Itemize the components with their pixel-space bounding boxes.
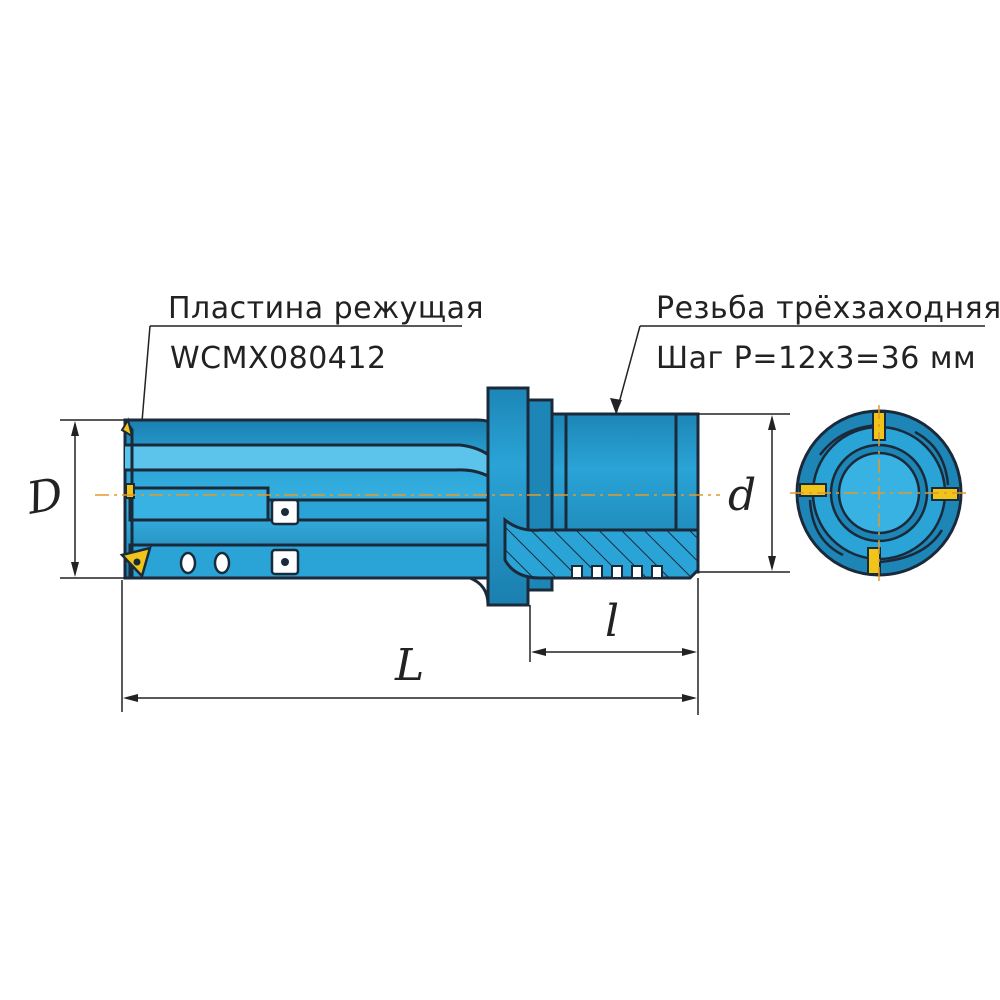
thread-section	[503, 516, 700, 580]
insert-callout-title: Пластина режущая	[168, 291, 484, 326]
screw-heads	[281, 508, 289, 566]
dimension-d-label: d	[728, 470, 756, 521]
dimension-d: d	[698, 413, 790, 573]
dimension-l: l	[529, 578, 699, 715]
mid-insert-tip	[125, 483, 135, 499]
thread-callout-pitch: Шаг P=12x3=36 мм	[656, 341, 976, 376]
dimension-l-label: l	[605, 596, 619, 647]
tool-end-view	[790, 405, 968, 583]
thread-teeth	[571, 565, 663, 579]
flange-fillet	[469, 576, 490, 606]
dimension-L-label: L	[394, 640, 424, 691]
insert-callout: Пластина режущая WCMX080412	[129, 291, 484, 566]
thread-callout: Резьба трёхзаходняя Шаг P=12x3=36 мм	[610, 291, 1000, 415]
coolant-holes	[179, 551, 231, 575]
top-insert-tip	[120, 417, 134, 439]
dimension-D-label: D	[22, 468, 67, 525]
insert-screw	[133, 558, 141, 566]
insert-pocket-upper	[128, 486, 270, 522]
shank-groove	[266, 498, 517, 522]
dimension-D: D	[22, 419, 125, 579]
insert-callout-code: WCMX080412	[170, 341, 387, 376]
end-view-flutes	[808, 423, 950, 564]
dimension-L: L	[121, 580, 697, 712]
thread-callout-leader	[615, 325, 641, 415]
tool-side-view	[95, 386, 720, 607]
thread-callout-title: Резьба трёхзаходняя	[656, 291, 1000, 326]
thread-callout-arrowhead	[610, 398, 622, 414]
